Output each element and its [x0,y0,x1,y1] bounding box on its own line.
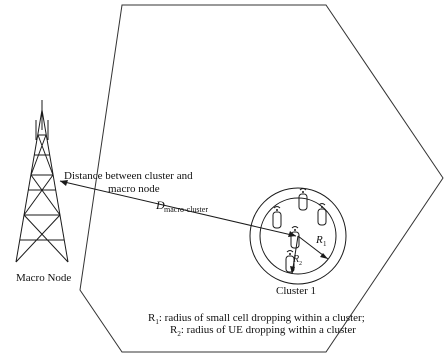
macro-cell-hexagon [79,4,444,353]
distance-symbol: D [155,198,165,212]
r1-arrowhead [320,253,328,259]
legend-r2-prefix: R [170,324,178,336]
distance-subscript: macro-cluster [164,205,208,214]
r2-symbol: R [292,254,299,265]
r1-symbol: R [315,234,323,246]
distance-line [59,180,297,237]
cluster-outer-circle [249,187,347,285]
distance-label-line1: Distance between cluster and [64,170,193,182]
small-cell-icon-2 [272,206,282,229]
legend-r2: R2: radius of UE dropping within a clust… [170,324,356,338]
legend-r1-subscript: 1 [155,318,159,326]
small-cell-icon-3 [317,203,327,226]
small-cell-icon-1 [298,188,308,211]
r2-arrowhead [290,266,295,274]
distance-arrowhead-tower [60,180,68,186]
cluster-inner-circle [259,197,337,275]
legend-r1-text: : radius of small cell dropping within a… [159,312,365,324]
cluster-label: Cluster 1 [276,285,316,297]
legend-r1: R1: radius of small cell dropping within… [148,312,365,326]
r1-subscript: 1 [323,240,327,248]
distance-label-line2: macro node [108,183,160,195]
macro-node-label: Macro Node [16,272,71,284]
legend-r1-prefix: R [148,312,156,324]
legend-r2-text: : radius of UE dropping within a cluster [181,324,356,336]
small-cell-icon-4 [290,226,300,249]
macro-tower-icon [15,100,69,263]
legend-r2-subscript: 2 [177,330,181,338]
r2-subscript: 2 [299,261,302,267]
distance-arrowhead-cluster [288,231,296,237]
